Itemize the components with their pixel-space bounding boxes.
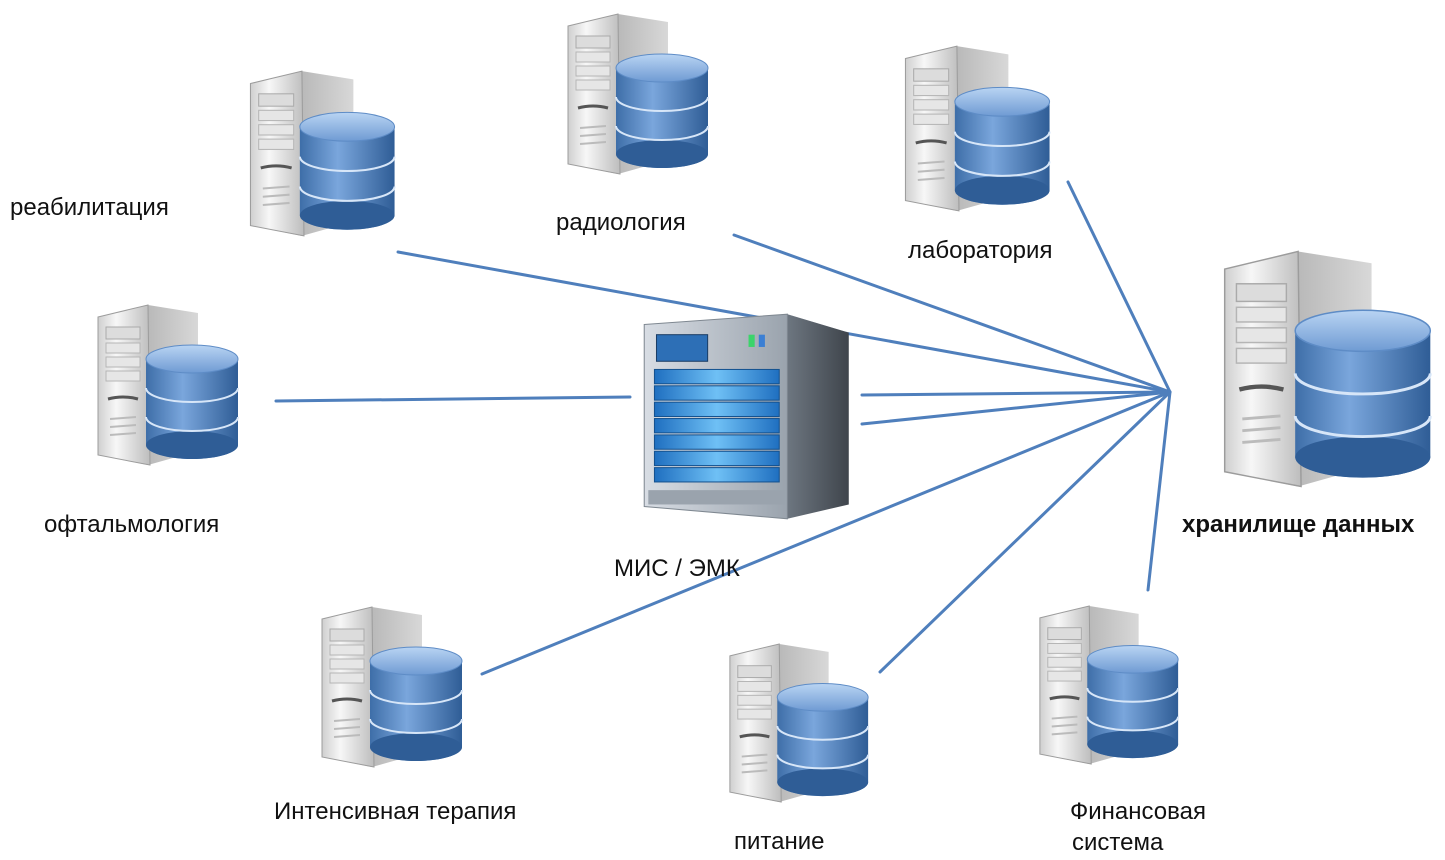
- label-nutrition: питание: [734, 828, 825, 855]
- edge-finance-warehouse: [1146, 390, 1172, 592]
- label-finance-line2: система: [1072, 829, 1164, 856]
- finance-database-server-icon: [1038, 604, 1180, 766]
- nutrition-database-server-icon: [728, 642, 870, 804]
- label-laboratory: лаборатория: [908, 237, 1053, 264]
- edge-nutrition-warehouse: [878, 390, 1172, 674]
- edge-radiology-warehouse: [732, 233, 1172, 394]
- radiology-database-server-icon: [566, 12, 710, 176]
- ophthalmology-database-server-icon: [96, 303, 240, 467]
- hub-rack-server-icon: [643, 313, 850, 520]
- warehouse-database-server-icon: [1225, 251, 1431, 486]
- icu-database-server-icon: [320, 605, 464, 769]
- edge-ophthalmology-hub: [274, 395, 632, 403]
- label-finance-line1: Финансовая: [1070, 798, 1206, 825]
- label-ophthalmology: офтальмология: [44, 511, 220, 538]
- laboratory-database-server-icon: [903, 44, 1052, 213]
- label-icu: Интенсивная терапия: [274, 798, 517, 825]
- edge-icu-warehouse: [480, 390, 1172, 676]
- edge-laboratory-warehouse: [1066, 180, 1172, 394]
- label-hub: МИС / ЭМК: [614, 555, 740, 582]
- rehab-database-server-icon: [248, 69, 397, 238]
- edge-hub-warehouse-lower: [860, 390, 1172, 426]
- label-warehouse: хранилище данных: [1182, 511, 1415, 538]
- label-radiology: радиология: [556, 209, 686, 236]
- edge-hub-warehouse-upper: [860, 390, 1172, 397]
- label-rehab: реабилитация: [10, 194, 169, 221]
